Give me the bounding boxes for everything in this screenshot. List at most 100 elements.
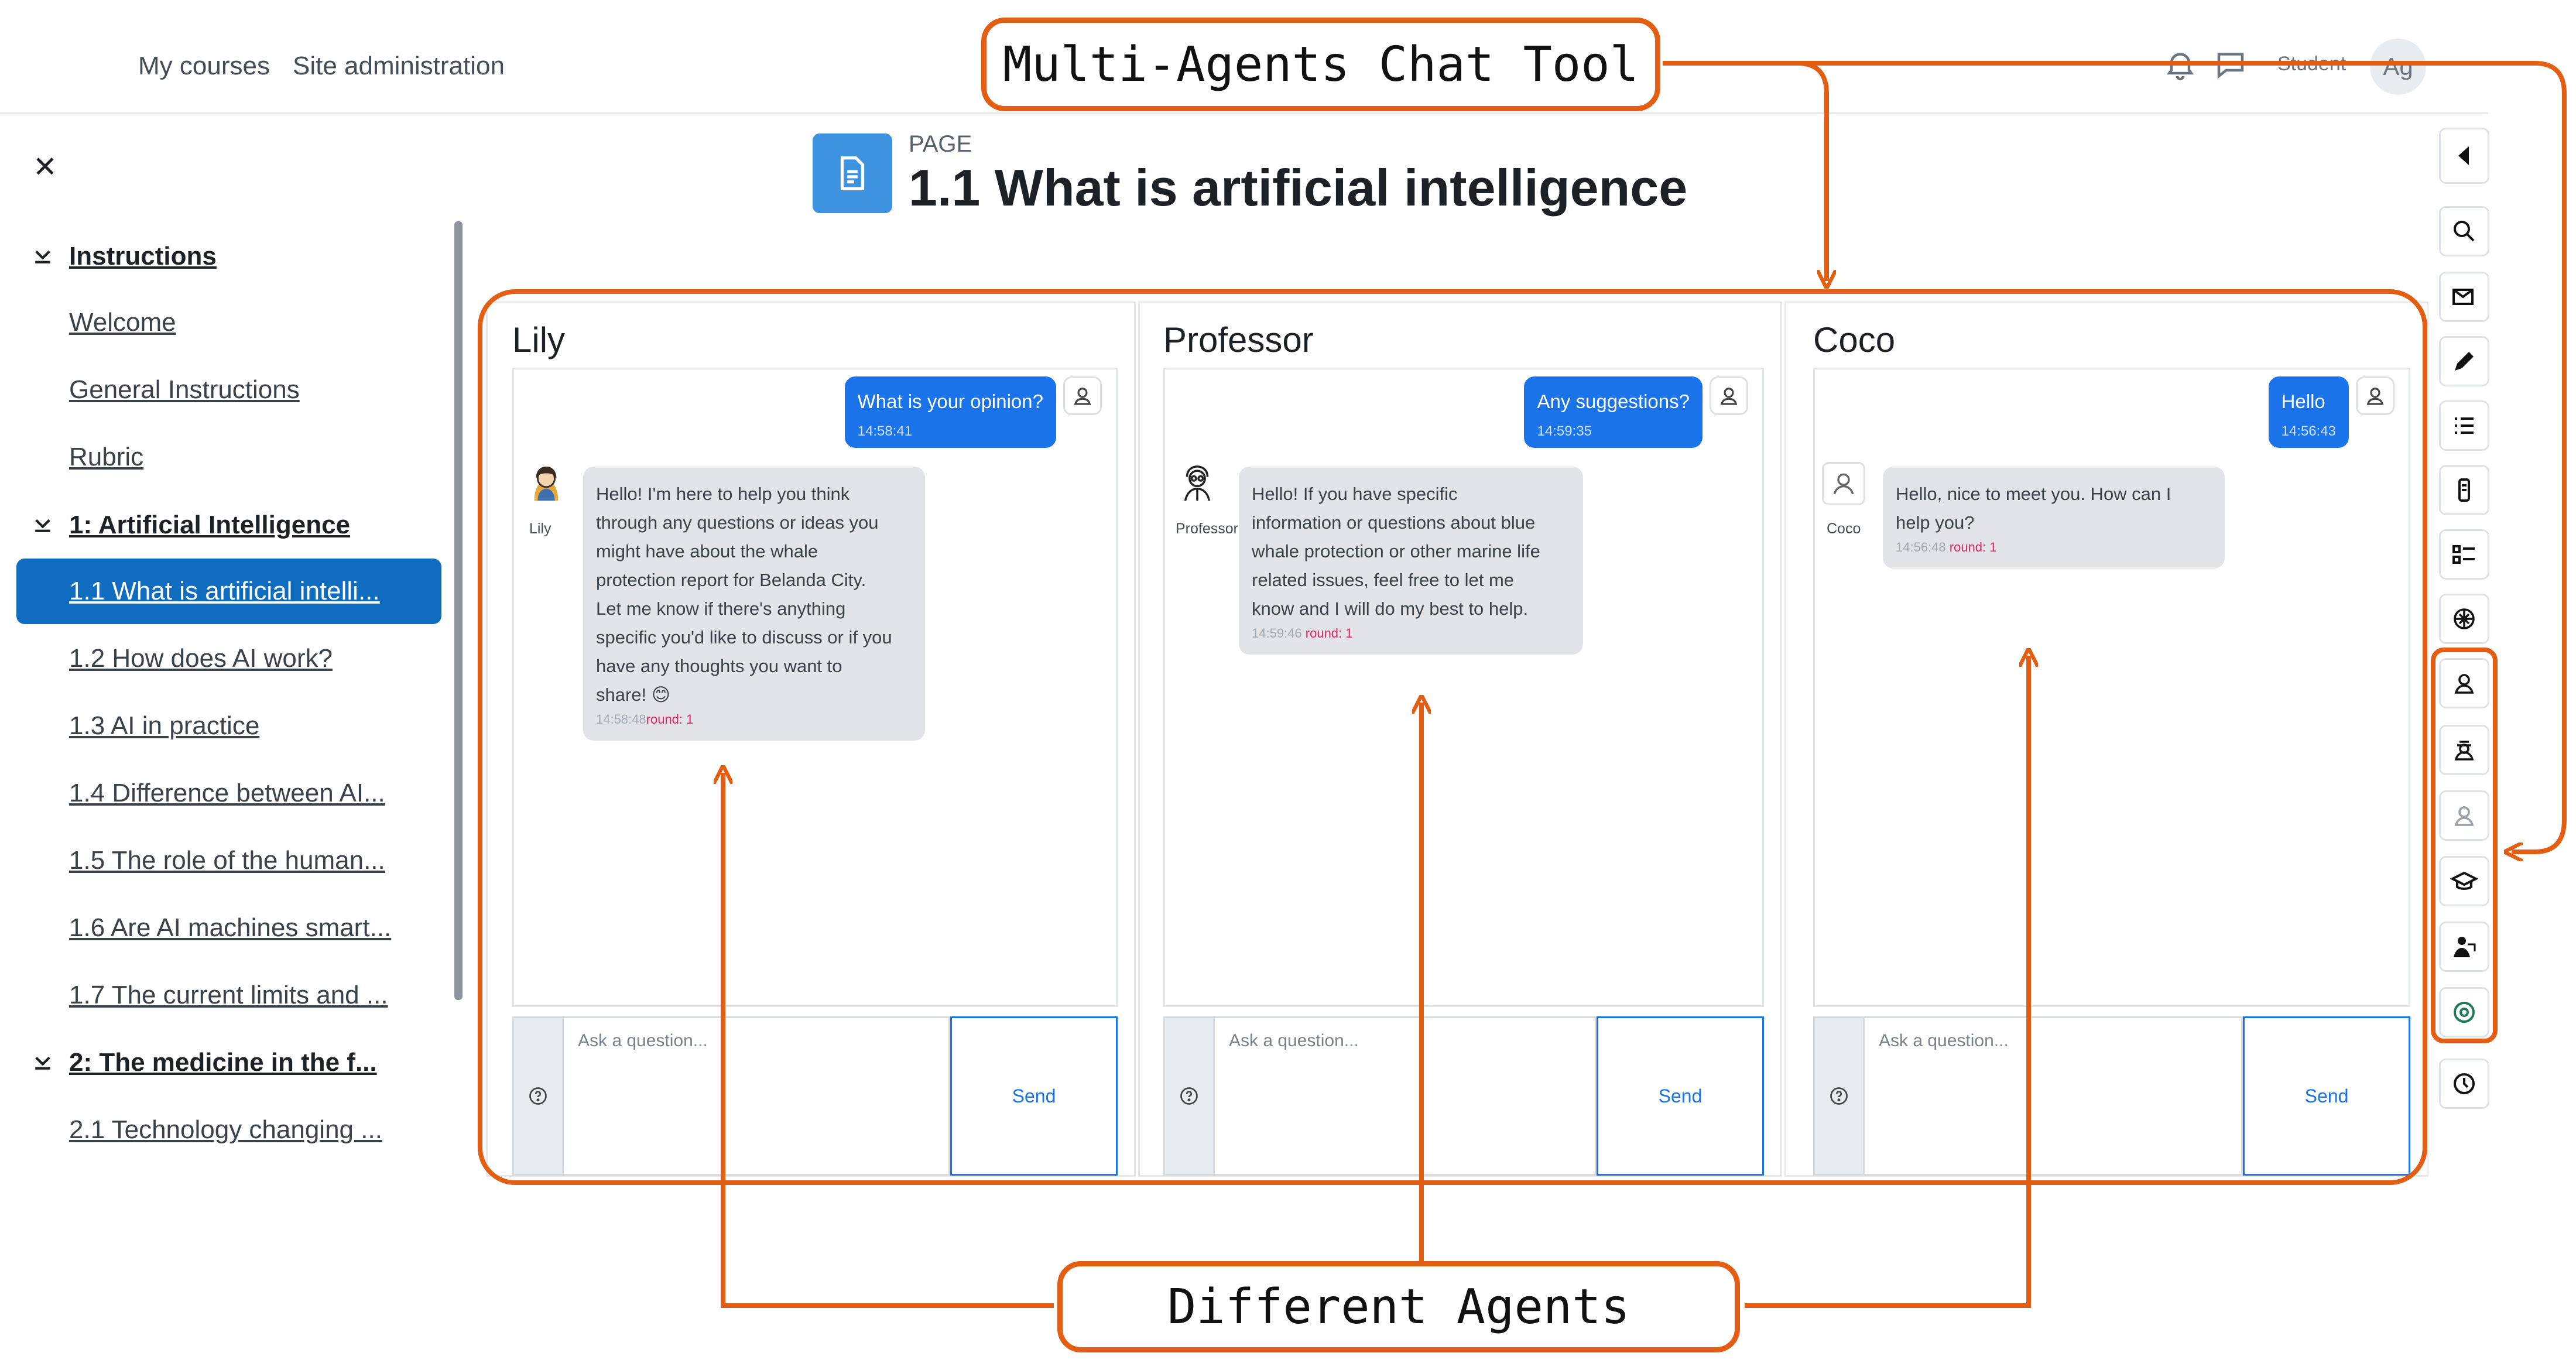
- agent-message-line: might have about the whale: [596, 541, 818, 561]
- sidebar-section-artificial-intelligence[interactable]: 1: Artificial Intelligence: [16, 492, 439, 558]
- help-icon[interactable]: [1813, 1016, 1865, 1176]
- user-message-text: Any suggestions?: [1537, 391, 1690, 412]
- round-badge: round: 1: [1949, 540, 1997, 554]
- user-message-text: Hello: [2281, 391, 2325, 412]
- nav-site-administration[interactable]: Site administration: [293, 52, 505, 80]
- agent-message-line: through any questions or ideas you: [596, 512, 879, 533]
- course-index-sidebar: ✕ Instructions Welcome General Instructi…: [16, 116, 467, 1194]
- message-meta: 14:59:46 round: 1: [1252, 623, 1570, 644]
- sidebar-item-1-6[interactable]: 1.6 Are AI machines smart...: [16, 895, 439, 961]
- agent-message-line: Hello! I'm here to help you think: [596, 484, 850, 504]
- agent-coco-icon[interactable]: [2439, 790, 2489, 841]
- help-icon[interactable]: [512, 1016, 564, 1176]
- input-row: Ask a question... Send: [1163, 1016, 1764, 1176]
- device-icon[interactable]: [2439, 465, 2489, 515]
- message-meta: 14:56:48 round: 1: [1896, 537, 2212, 558]
- user-icon: [1710, 376, 1748, 415]
- message-time: 14:56:48: [1896, 540, 1946, 554]
- nav-my-courses[interactable]: My courses: [138, 52, 270, 80]
- sidebar-item-1-4[interactable]: 1.4 Difference between AI...: [16, 761, 439, 826]
- sidebar-section-label: 1: Artificial Intelligence: [69, 511, 351, 539]
- sidebar-item-2-1[interactable]: 2.1 Technology changing ...: [16, 1097, 439, 1163]
- sidebar-item-1-7[interactable]: 1.7 The current limits and ...: [16, 963, 439, 1028]
- sidebar-item-general-instructions[interactable]: General Instructions: [16, 357, 439, 423]
- send-button[interactable]: Send: [1597, 1016, 1764, 1176]
- agent-message-line: protection report for Belanda City.: [596, 570, 866, 590]
- send-button[interactable]: Send: [2243, 1016, 2410, 1176]
- sidebar-item-label: 1.5 The role of the human...: [69, 846, 385, 875]
- agent-coco-avatar-icon: [1822, 462, 1865, 505]
- sidebar-item-label: 1.2 How does AI work?: [69, 644, 333, 673]
- chevron-down-icon: [35, 1056, 50, 1070]
- agent-message-line: specific you'd like to discuss or if you: [596, 627, 892, 648]
- sidebar-item-label: 1.6 Are AI machines smart...: [69, 913, 392, 942]
- agent-message: Hello, nice to meet you. How can I help …: [1883, 467, 2225, 568]
- question-input[interactable]: Ask a question...: [1215, 1016, 1597, 1176]
- message-list[interactable]: Any suggestions? 14:59:35 Professor Hell…: [1163, 368, 1764, 1007]
- send-button[interactable]: Send: [950, 1016, 1118, 1176]
- agent-name-label: Professor: [1176, 520, 1238, 537]
- page-type-label: PAGE: [909, 131, 972, 157]
- bell-icon[interactable]: [2163, 47, 2198, 82]
- panel-title: Professor: [1163, 320, 1314, 359]
- agent-message: Hello! If you have specific information …: [1239, 467, 1583, 655]
- list-icon[interactable]: [2439, 400, 2489, 451]
- sidebar-item-1-5[interactable]: 1.5 The role of the human...: [16, 828, 439, 893]
- chat-bubble-icon[interactable]: [2213, 47, 2248, 82]
- sidebar-section-medicine[interactable]: 2: The medicine in the f...: [16, 1030, 439, 1095]
- chat-panel-coco: Coco Hello 14:56:43 Coco Hello, nice to …: [1784, 302, 2428, 1177]
- message-time: 14:58:48: [596, 712, 646, 727]
- agent-message-line: whale protection or other marine life: [1252, 541, 1540, 561]
- help-icon[interactable]: [1163, 1016, 1215, 1176]
- collapse-drawer-icon[interactable]: [2439, 128, 2489, 184]
- search-icon[interactable]: [2439, 206, 2489, 256]
- agent-message-line: share! 😊: [596, 684, 671, 705]
- agent-professor-avatar-icon: [1176, 462, 1219, 505]
- graduation-cap-icon[interactable]: [2439, 856, 2489, 906]
- panel-title: Coco: [1813, 320, 1896, 359]
- agent-message-line: have any thoughts you want to: [596, 656, 842, 676]
- sidebar-item-label: 1.1 What is artificial intelli...: [69, 577, 380, 605]
- close-icon[interactable]: ✕: [33, 150, 57, 183]
- mail-icon[interactable]: [2439, 272, 2489, 322]
- agent-name-label: Lily: [529, 520, 551, 537]
- sidebar-item-label: 1.4 Difference between AI...: [69, 779, 385, 807]
- chat-panel-professor: Professor Any suggestions? 14:59:35 Prof…: [1138, 302, 1782, 1177]
- sidebar-item-label: General Instructions: [69, 375, 300, 404]
- chat-panel-lily: Lily What is your opinion? 14:58:41 Lily…: [486, 302, 1136, 1177]
- message-list[interactable]: Hello 14:56:43 Coco Hello, nice to meet …: [1813, 368, 2410, 1007]
- sidebar-item-1-2[interactable]: 1.2 How does AI work?: [16, 626, 439, 691]
- agent-message-line: Hello! If you have specific: [1252, 484, 1458, 504]
- round-badge: round: 1: [1305, 626, 1353, 641]
- clock-icon[interactable]: [2439, 1059, 2489, 1109]
- chevron-down-icon: [35, 519, 50, 532]
- agent-lily-icon[interactable]: [2439, 658, 2489, 708]
- sidebar-item-rubric[interactable]: Rubric: [16, 424, 439, 490]
- sidebar-item-welcome[interactable]: Welcome: [16, 290, 439, 355]
- sidebar-section-instructions[interactable]: Instructions: [16, 224, 439, 289]
- message-list[interactable]: What is your opinion? 14:58:41 Lily Hell…: [512, 368, 1118, 1007]
- sidebar-scrollbar[interactable]: [454, 221, 463, 1000]
- agent-message-line: know and I will do my best to help.: [1252, 598, 1529, 619]
- teacher-icon[interactable]: [2439, 922, 2489, 972]
- agent-professor-icon[interactable]: [2439, 725, 2489, 775]
- checklist-icon[interactable]: [2439, 529, 2489, 580]
- question-input[interactable]: Ask a question...: [564, 1016, 950, 1176]
- sidebar-item-1-1-active[interactable]: 1.1 What is artificial intelli...: [16, 559, 441, 624]
- sidebar-item-1-3[interactable]: 1.3 AI in practice: [16, 693, 439, 759]
- annotation-multi-agents-chat-tool: Multi-Agents Chat Tool: [981, 18, 1660, 111]
- sidebar-section-label: 2: The medicine in the f...: [69, 1048, 377, 1077]
- user-message: What is your opinion? 14:58:41: [844, 376, 1056, 448]
- panel-title: Lily: [512, 320, 566, 359]
- agent-name-label: Coco: [1827, 520, 1861, 537]
- pencil-icon[interactable]: [2439, 336, 2489, 386]
- page-document-icon: [813, 133, 892, 213]
- globe-agent-icon[interactable]: [2439, 987, 2489, 1037]
- question-input[interactable]: Ask a question...: [1865, 1016, 2243, 1176]
- avatar[interactable]: Ag: [2370, 39, 2426, 95]
- message-time: 14:59:35: [1537, 423, 1592, 439]
- sidebar-item-label: 2.1 Technology changing ...: [69, 1115, 382, 1144]
- openai-icon[interactable]: [2439, 594, 2489, 644]
- annotation-different-agents: Different Agents: [1057, 1261, 1740, 1352]
- user-icon: [2356, 376, 2395, 415]
